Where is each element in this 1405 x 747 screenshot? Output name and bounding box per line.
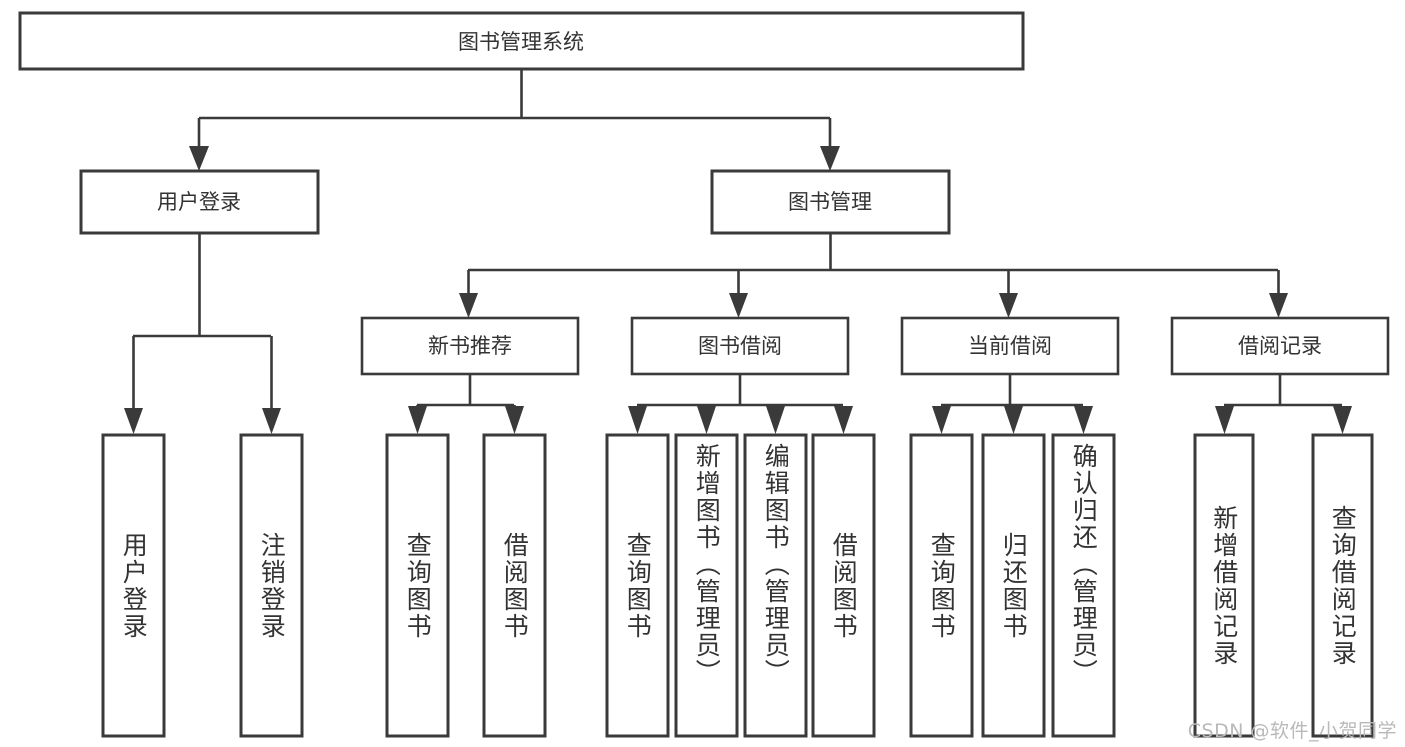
arrow-head-leaf-add-book: [697, 406, 716, 434]
leaf-box-query-book-3[interactable]: [909, 433, 974, 738]
node-borrow-record[interactable]: 借阅记录: [1170, 316, 1390, 376]
leaf-box-add-book[interactable]: [674, 433, 739, 738]
arrow-head-leaf-query-record: [1333, 406, 1352, 434]
leaf-box-query-book-1[interactable]: [385, 433, 450, 738]
arrow-head-leaf-query-book-1: [408, 406, 427, 434]
arrow-head-book-borrow: [729, 293, 748, 318]
leaf-box-user-login[interactable]: [101, 433, 166, 738]
arrow-head-leaf-return-book: [1004, 406, 1023, 434]
node-user-login-label: 用户登录: [157, 190, 241, 214]
node-user-login-box[interactable]: [79, 169, 320, 235]
arrow-head-borrow-record: [1269, 293, 1288, 318]
node-new-book-recommend-label: 新书推荐: [428, 334, 512, 358]
node-root[interactable]: 图书管理系统: [18, 11, 1025, 71]
arrow-head-user-login: [189, 146, 209, 171]
connector-layer: [124, 69, 1352, 434]
leaf-box-return-book[interactable]: [981, 433, 1046, 738]
leaf-box-layer: [101, 433, 1374, 738]
node-new-book-recommend-box[interactable]: [360, 316, 580, 376]
node-borrow-record-box[interactable]: [1170, 316, 1390, 376]
node-current-borrow-label: 当前借阅: [968, 334, 1052, 358]
arrow-head-leaf-user-login: [124, 408, 143, 434]
node-book-manage-label: 图书管理: [788, 190, 872, 214]
node-book-borrow[interactable]: 图书借阅: [630, 316, 850, 376]
arrow-head-leaf-confirm-return: [1074, 406, 1093, 434]
node-book-manage-box[interactable]: [710, 169, 951, 235]
arrow-head-leaf-query-book-2: [628, 406, 647, 434]
leaf-box-confirm-return[interactable]: [1051, 433, 1116, 738]
leaf-box-user-logout[interactable]: [239, 433, 304, 738]
node-current-borrow[interactable]: 当前借阅: [900, 316, 1120, 376]
node-borrow-record-label: 借阅记录: [1238, 334, 1322, 358]
arrow-head-leaf-query-book-3: [932, 406, 951, 434]
node-new-book-recommend[interactable]: 新书推荐: [360, 316, 580, 376]
arrow-head-book-manage: [820, 146, 840, 171]
node-book-borrow-box[interactable]: [630, 316, 850, 376]
arrow-head-leaf-borrow-book-2: [834, 406, 853, 434]
arrow-head-leaf-borrow-book-1: [505, 406, 524, 434]
arrow-head-current-borrow: [999, 293, 1018, 318]
node-book-manage[interactable]: 图书管理: [710, 169, 951, 235]
leaf-box-add-record[interactable]: [1193, 433, 1255, 738]
leaf-box-borrow-book-2[interactable]: [811, 433, 876, 738]
arrow-head-new-book-recommend: [459, 293, 478, 318]
arrow-head-leaf-user-logout: [262, 408, 281, 434]
node-current-borrow-box[interactable]: [900, 316, 1120, 376]
leaf-box-query-book-2[interactable]: [605, 433, 670, 738]
node-root-box[interactable]: [18, 11, 1025, 71]
node-root-label: 图书管理系统: [458, 30, 584, 54]
arrow-head-leaf-edit-book: [766, 406, 785, 434]
node-book-borrow-label: 图书借阅: [698, 334, 782, 358]
leaf-box-edit-book[interactable]: [743, 433, 808, 738]
leaf-box-query-record[interactable]: [1311, 433, 1374, 738]
node-user-login[interactable]: 用户登录: [79, 169, 320, 235]
watermark-text: CSDN @软件_小贺同学: [1187, 720, 1397, 742]
leaf-box-borrow-book-1[interactable]: [482, 433, 547, 738]
arrow-head-leaf-add-record: [1215, 406, 1234, 434]
